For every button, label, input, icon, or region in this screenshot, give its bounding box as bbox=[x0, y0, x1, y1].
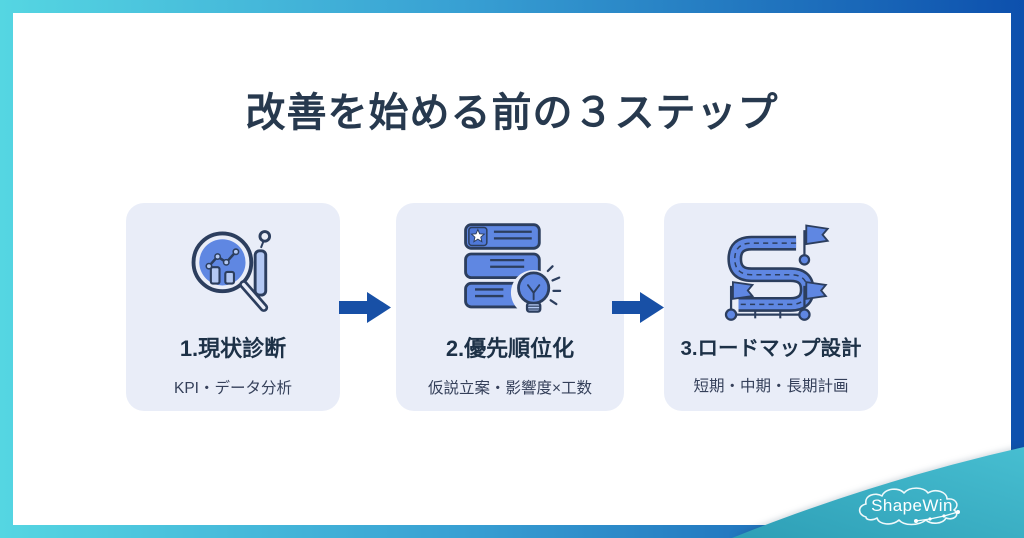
step-3-icon-wrap bbox=[709, 219, 833, 323]
step-2-icon-wrap bbox=[450, 219, 570, 323]
page-title: 改善を始める前の３ステップ bbox=[245, 91, 779, 135]
step-1-title: 1.現状診断 bbox=[179, 336, 287, 361]
step-card-3: 3.ロードマップ設計 短期・中期・長期計画 bbox=[664, 203, 878, 411]
step-3-title: 3.ロードマップ設計 bbox=[680, 337, 862, 360]
priority-list-icon bbox=[464, 223, 562, 316]
step-card-2: 2.優先順位化 仮説立案・影響度×工数 bbox=[396, 203, 624, 411]
shapewin-logo: ShapeWin bbox=[854, 484, 978, 530]
corner-ribbon bbox=[732, 447, 1024, 538]
logo-text: ShapeWin bbox=[871, 496, 953, 515]
step-3-subtitle: 短期・中期・長期計画 bbox=[693, 378, 849, 395]
arrow-right-icon bbox=[612, 292, 664, 323]
step-2-subtitle: 仮説立案・影響度×工数 bbox=[427, 380, 593, 397]
cloud-icon bbox=[858, 487, 960, 526]
step-1-icon-wrap bbox=[174, 219, 292, 323]
arrow-right-icon bbox=[339, 292, 391, 323]
roadmap-icon bbox=[724, 224, 830, 321]
step-2-title: 2.優先順位化 bbox=[445, 336, 575, 361]
step-1-subtitle: KPI・データ分析 bbox=[174, 380, 292, 397]
magnifier-chart-icon bbox=[191, 230, 272, 312]
step-card-1: 1.現状診断 KPI・データ分析 bbox=[126, 203, 340, 411]
